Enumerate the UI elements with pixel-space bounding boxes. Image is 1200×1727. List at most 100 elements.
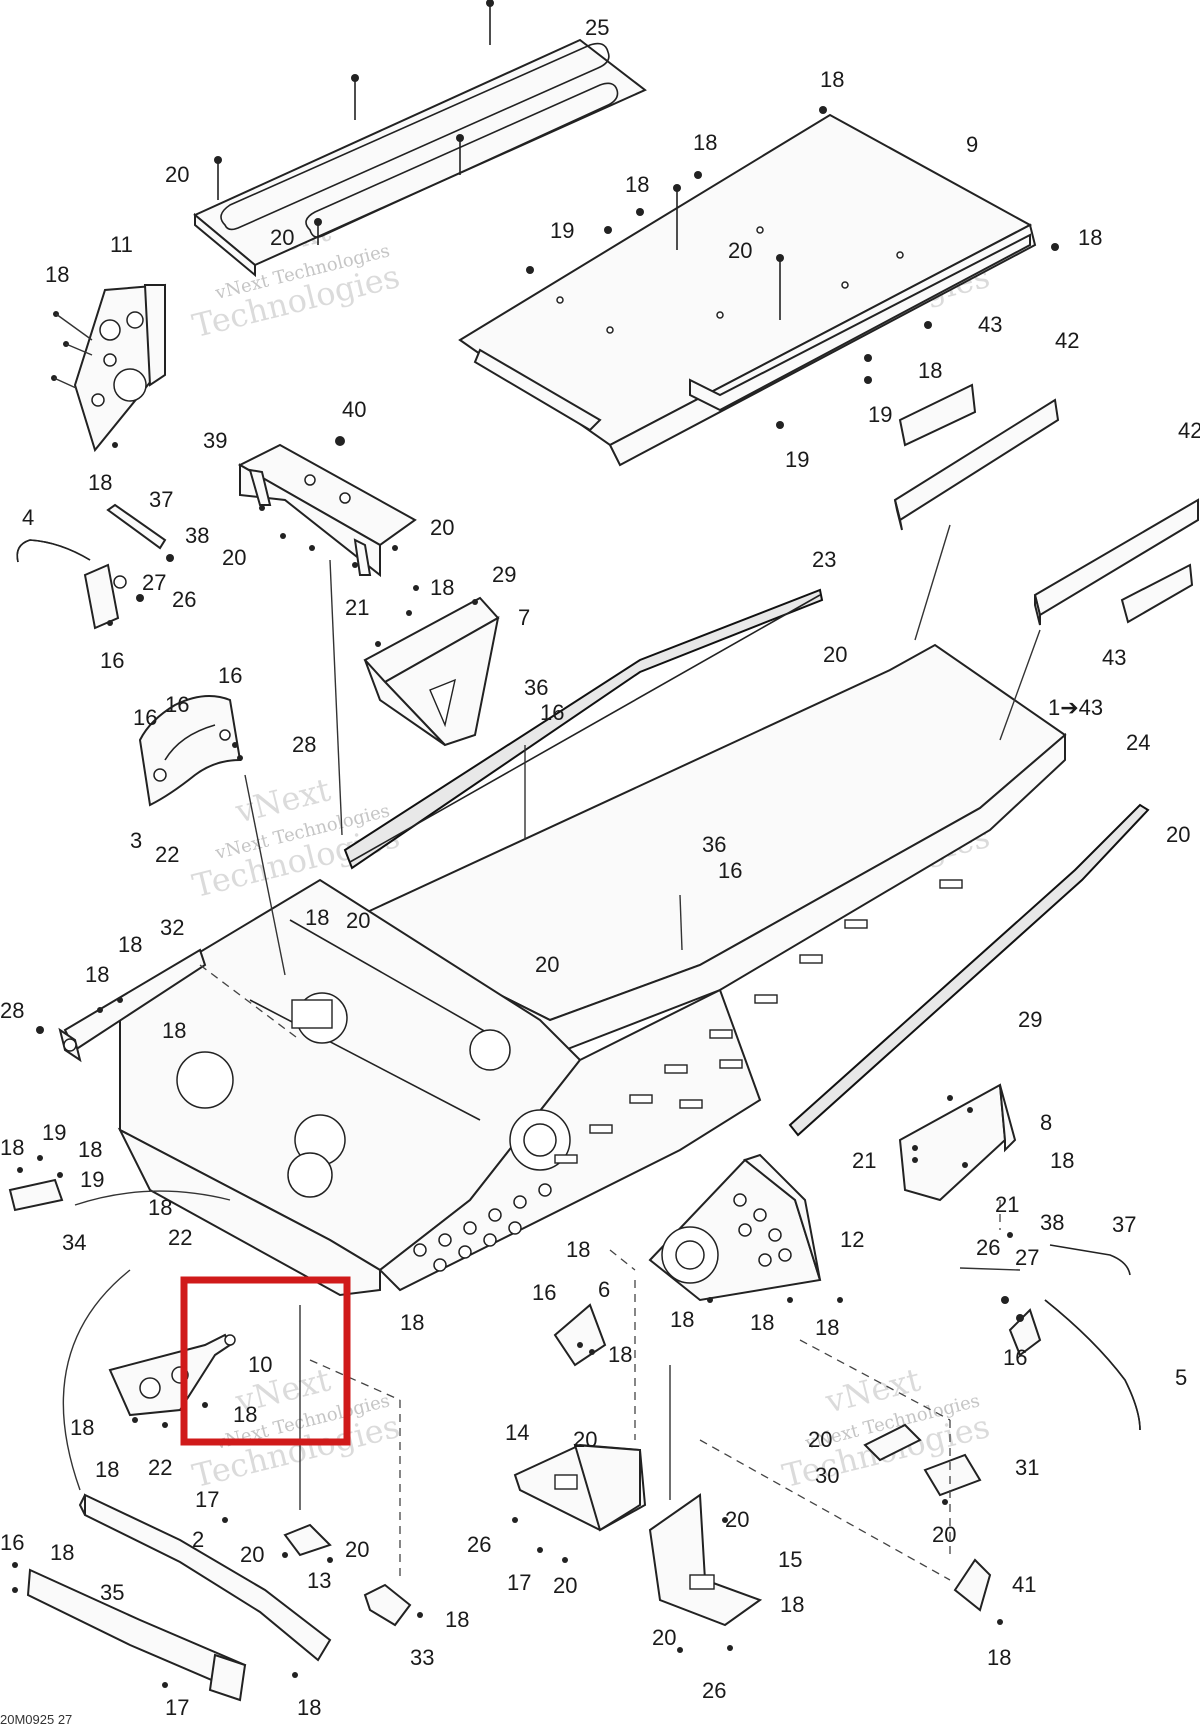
callout-43: 43 [978,312,1002,337]
callout-20: 20 [165,162,189,187]
callout-35: 35 [100,1580,124,1605]
callout-29: 29 [492,562,516,587]
callout-18: 18 [95,1457,119,1482]
part-6-bracket [553,1303,607,1367]
callout-5: 5 [1175,1365,1187,1390]
callout-18: 18 [1050,1148,1074,1173]
callout-43: 43 [1102,645,1126,670]
callout-17: 17 [507,1570,531,1595]
tunnel-slots [554,879,963,1164]
part-33-bracket [363,1583,423,1627]
callout-3: 3 [130,828,142,853]
callout-18: 18 [987,1645,1011,1670]
callout-26: 26 [702,1678,726,1703]
callout-20: 20 [430,515,454,540]
part-4-handle-left [16,503,174,630]
callout-12: 12 [840,1227,864,1252]
part-3-bracket [138,695,243,807]
callout-28: 28 [292,732,316,757]
callout-18: 18 [162,1018,186,1043]
callout-18: 18 [625,172,649,197]
callout-20: 20 [270,225,294,250]
callout-34: 34 [62,1230,86,1255]
callout-23: 23 [812,547,836,572]
callout-18: 18 [297,1695,321,1720]
callout-2: 2 [192,1527,204,1552]
part-31-bracket [923,1453,982,1505]
callout-19: 19 [868,402,892,427]
callout-20: 20 [728,238,752,263]
part-12-side-plate [648,1153,843,1303]
part-11-side-plate [51,283,167,453]
reference-code: 20M0925 27 [0,1712,72,1727]
callout-37: 37 [1112,1212,1136,1237]
callout-18: 18 [400,1310,424,1335]
callout-36: 36 [524,675,548,700]
callout-16: 16 [0,1530,24,1555]
callout-20: 20 [652,1625,676,1650]
callout-26: 26 [467,1532,491,1557]
callout-28: 28 [0,998,24,1023]
callout-20: 20 [346,908,370,933]
callout-18: 18 [70,1415,94,1440]
callout-13: 13 [307,1568,331,1593]
callout-20: 20 [1166,822,1190,847]
callout-18: 18 [1078,225,1102,250]
callout-24: 24 [1126,730,1150,755]
callout-27: 27 [142,570,166,595]
callout-20: 20 [222,545,246,570]
part-10-bracket [108,1333,236,1428]
part-35-lower-plate [12,1562,247,1702]
callout-16: 16 [532,1280,556,1305]
callout-18: 18 [45,262,69,287]
callout-19: 19 [550,218,574,243]
callout-18: 18 [918,358,942,383]
callout-11: 11 [110,232,133,257]
callout-20: 20 [535,952,559,977]
callout-18: 18 [430,575,454,600]
callout-16: 16 [1003,1345,1027,1370]
callout-18: 18 [750,1310,774,1335]
callout-18: 18 [118,932,142,957]
callout-20: 20 [573,1427,597,1452]
callout-18: 18 [88,470,112,495]
callout-20: 20 [345,1537,369,1562]
callout-21: 21 [345,595,369,620]
callout-20: 20 [808,1427,832,1452]
part-34-small-plate [8,1155,64,1212]
callout-19: 19 [42,1120,66,1145]
callout-25: 25 [585,15,609,40]
callout-8: 8 [1040,1110,1052,1135]
callout-15: 15 [778,1547,802,1572]
callout-32: 32 [160,915,184,940]
callout-19: 19 [80,1167,104,1192]
callout-16: 16 [133,705,157,730]
part-7-center-brace [363,585,500,747]
part-13-bracket [282,1523,333,1563]
callout-31: 31 [1015,1455,1039,1480]
callout-17: 17 [165,1695,189,1720]
callout-18: 18 [566,1237,590,1262]
part-42-43-angle-rails [893,383,1199,626]
callout-16: 16 [165,692,189,717]
callout-40: 40 [342,397,366,422]
callout-42: 42 [1055,328,1079,353]
callout-22: 22 [155,842,179,867]
callout-6: 6 [598,1277,610,1302]
callout-10: 10 [248,1352,272,1377]
callout-38: 38 [1040,1210,1064,1235]
callout-18: 18 [305,905,329,930]
callout-18: 18 [445,1607,469,1632]
callout-37: 37 [149,487,173,512]
part-39-cross-brace [237,436,417,578]
part-32-side-plate [36,948,207,1063]
part-25-top-cover [193,0,647,278]
part-8-bracket [898,1083,1017,1202]
part-15-bracket [648,1493,763,1653]
callout-33: 33 [410,1645,434,1670]
part-14-bracket [512,1443,647,1563]
callout-18: 18 [820,67,844,92]
assembly-lines [62,524,1041,1581]
callout-17: 17 [195,1487,219,1512]
